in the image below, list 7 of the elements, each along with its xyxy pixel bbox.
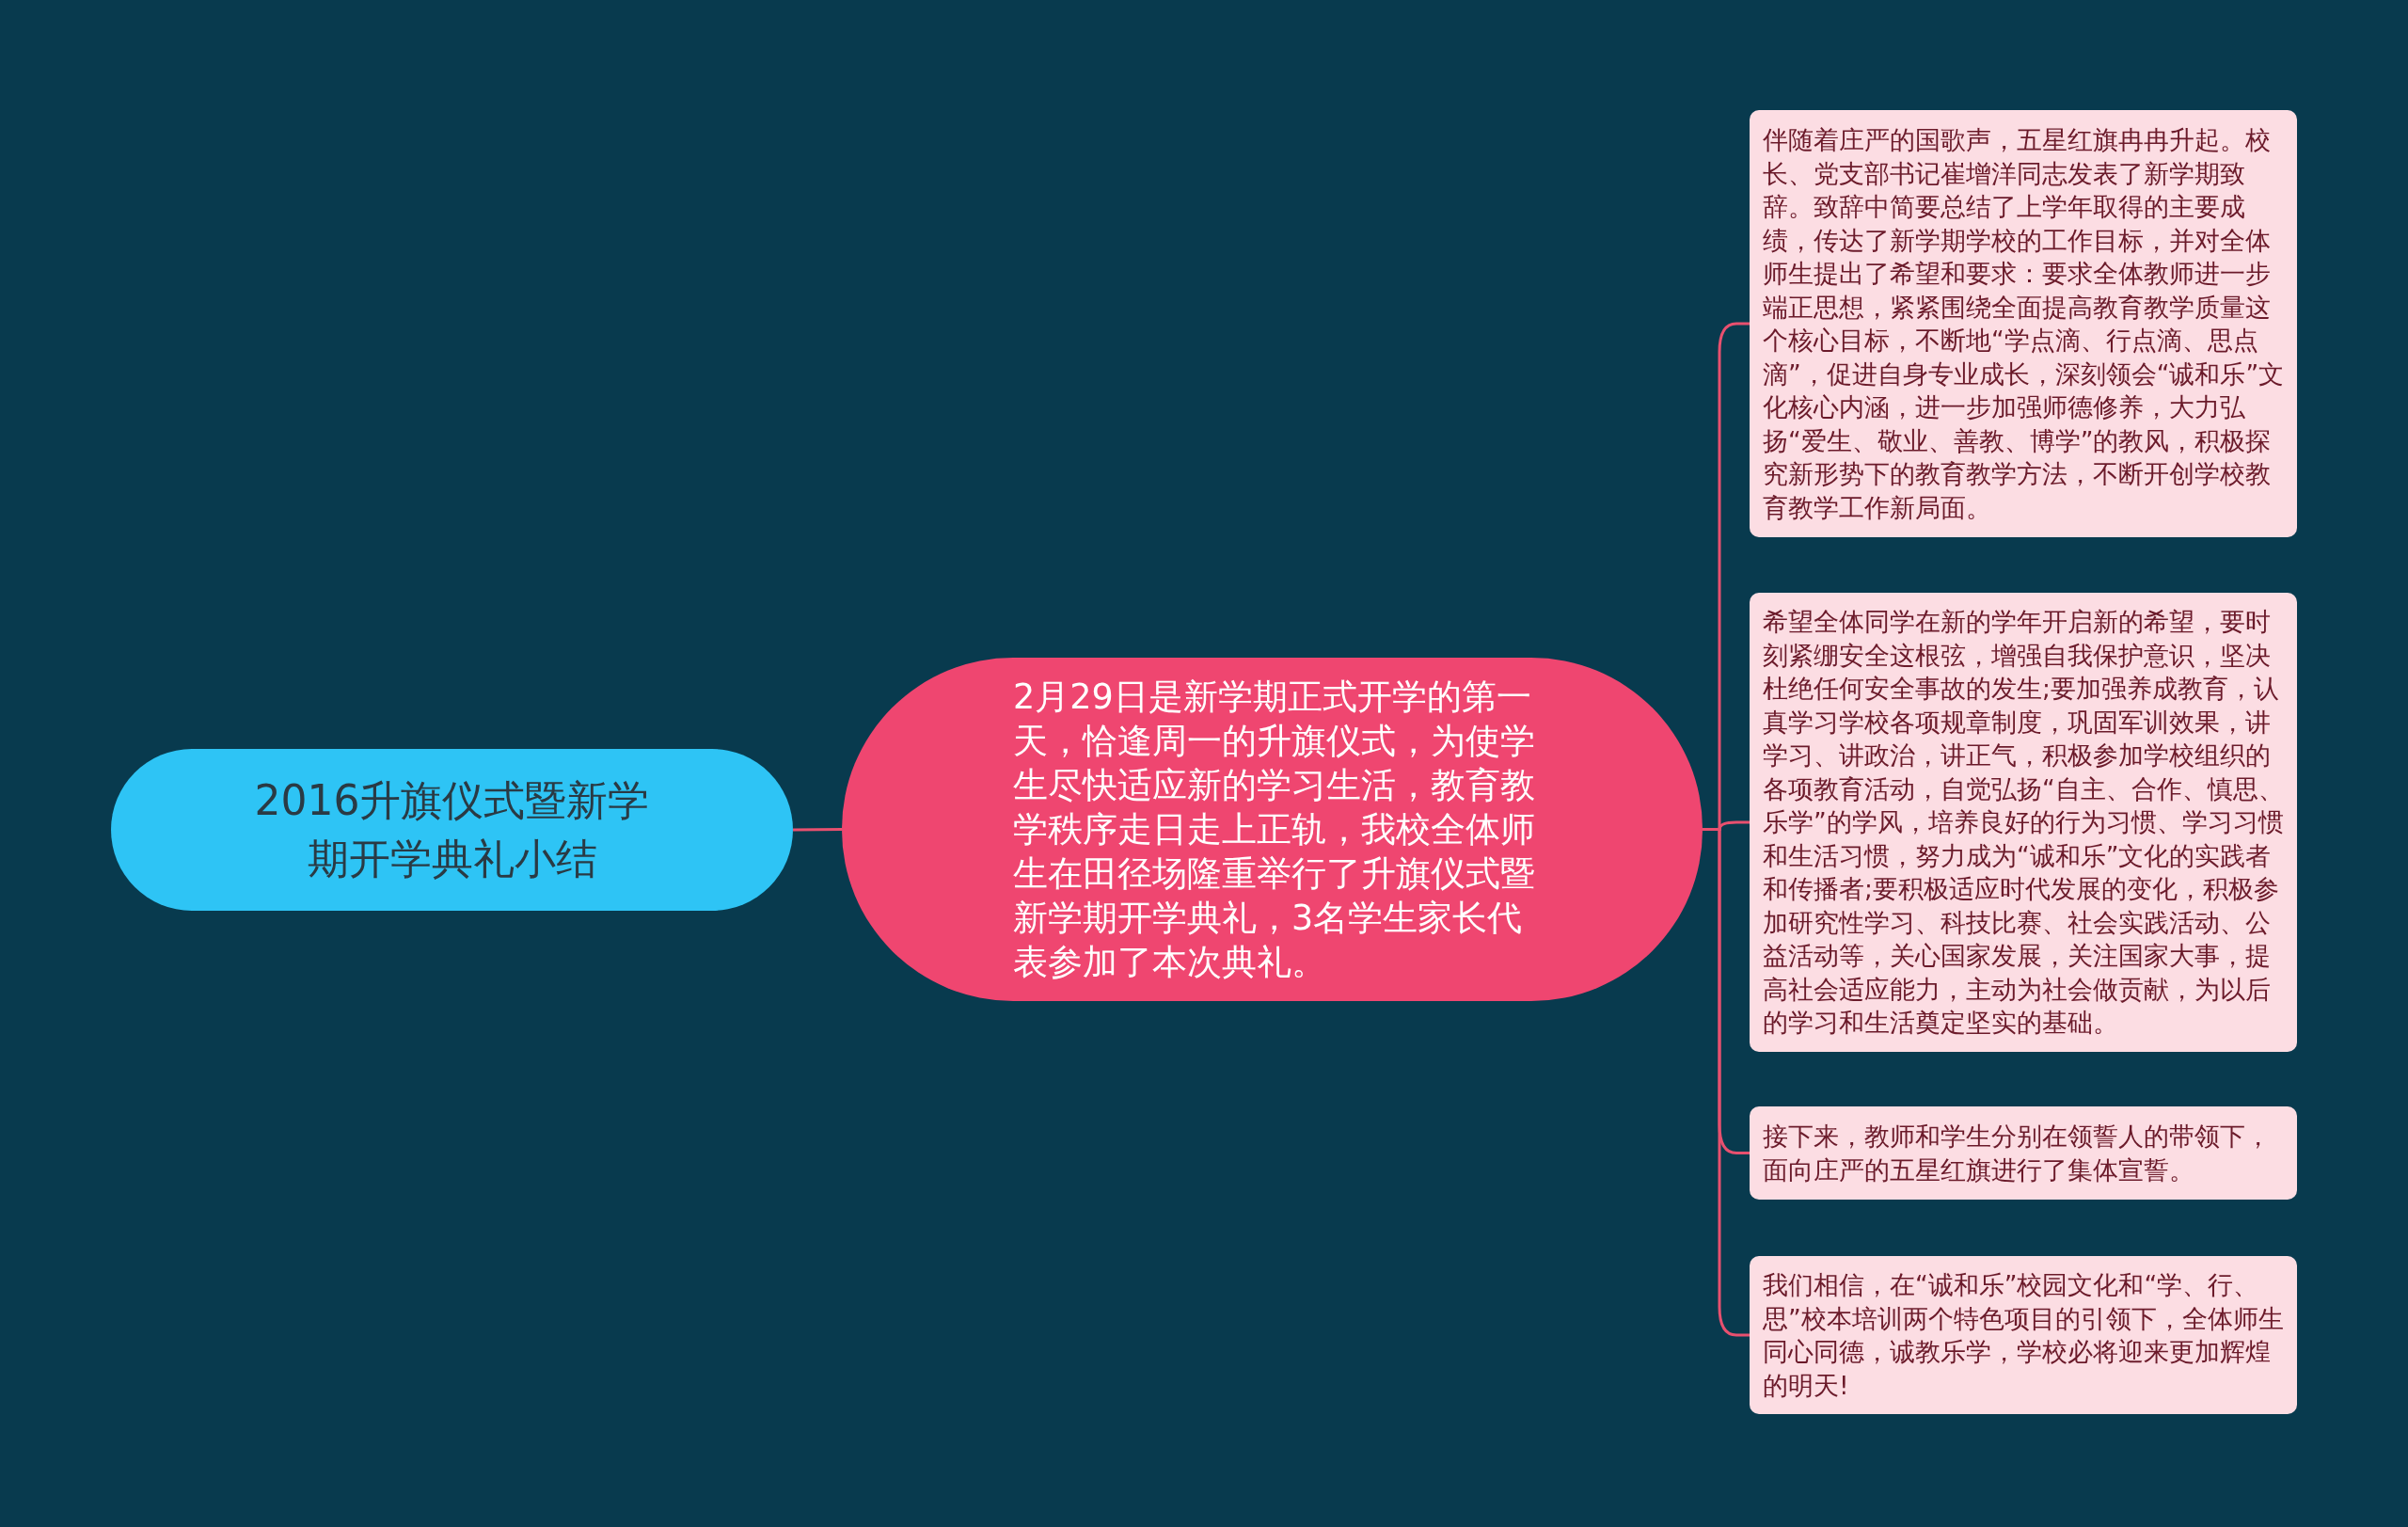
- detail-box: 伴随着庄严的国歌声，五星红旗冉冉升起。校长、党支部书记崔增洋同志发表了新学期致辞。致辞中简要总结了上学年取得的主要成绩，传达了新学期学校的工作目标，并对全体师生提出了希望和要求：要求全体教师进一步端正思想，紧紧围绕全面提高教育教学质量这个核心目标，不断地“学点滴、行点滴、思点滴”，促进自身专业成长，深刻领会“诚和乐”文化核心内涵，进一步加强师德修养，大力弘扬“爱生、敬业、善教、博学”的教风，积极探究新形势下的教育教学方法，不断开创学校教育教学工作新局面。: [1750, 110, 2297, 537]
- detail-box: 我们相信，在“诚和乐”校园文化和“学、行、思”校本培训两个特色项目的引领下，全体师生同心同德，诚教乐学，学校必将迎来更加辉煌的明天!: [1750, 1256, 2297, 1414]
- detail-box: 接下来，教师和学生分别在领誓人的带领下，面向庄严的五星红旗进行了集体宣誓。: [1750, 1106, 2297, 1200]
- detail-box: 希望全体同学在新的学年开启新的希望，要时刻紧绷安全这根弦，增强自我保护意识，坚决杜绝任何安全事故的发生;要加强养成教育，认真学习学校各项规章制度，巩固军训效果，讲学习、讲政治，讲正气，积极参加学校组织的各项教育活动，自觉弘扬“自主、合作、慎思、乐学”的学风，培养良好的行为习惯、学习习惯和生活习惯，努力成为“诚和乐”文化的实践者和传播者;要积极适应时代发展的变化，积极参加研究性学习、科技比赛、社会实践活动、公益活动等，关心国家发展，关注国家大事，提高社会适应能力，主动为社会做贡献，为以后的学习和生活奠定坚实的基础。: [1750, 593, 2297, 1052]
- main-topic: 2月29日是新学期正式开学的第一天，恰逢周一的升旗仪式，为使学生尽快适应新的学习生活，教育教学秩序走日走上正轨，我校全体师生在田径场隆重举行了升旗仪式暨新学期开学典礼，3名学生家长代表参加了本次典礼。: [842, 658, 1703, 1001]
- connector-line: [793, 828, 842, 832]
- root-topic: 2016升旗仪式暨新学期开学典礼小结: [111, 749, 793, 911]
